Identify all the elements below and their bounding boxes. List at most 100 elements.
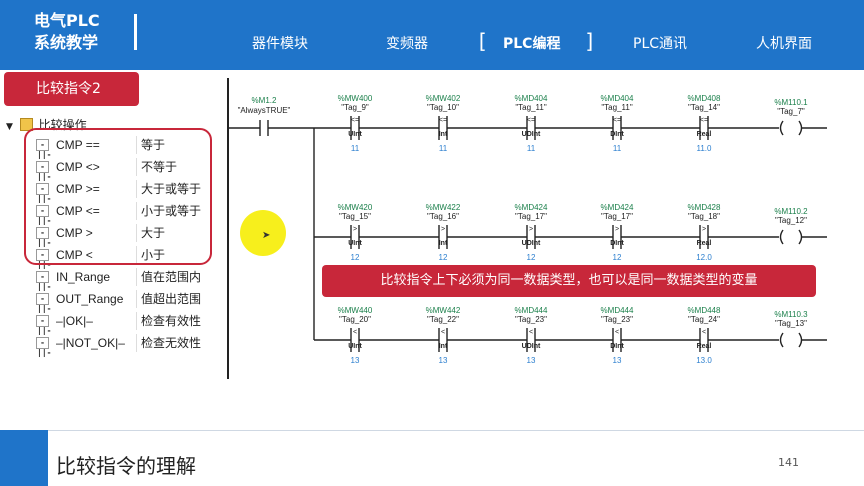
instruction-name: CMP >=	[56, 182, 100, 196]
compare-operator: >	[701, 226, 707, 233]
coil-address: %M110.3	[774, 310, 808, 319]
column-divider	[136, 224, 137, 242]
instruction-icon: -||-	[36, 315, 52, 335]
compare-operator: >	[352, 226, 358, 233]
operand-address: %MD404	[600, 94, 634, 103]
operand-address: %MD424	[514, 203, 548, 212]
compare-operator: <=	[612, 117, 622, 124]
compare-value: 12	[526, 253, 536, 262]
brand-divider	[134, 14, 137, 50]
data-type: DInt	[610, 131, 624, 138]
operand-tag: "Tag_22"	[427, 315, 459, 324]
column-divider	[136, 180, 137, 198]
column-divider	[136, 268, 137, 286]
operand-address: %MW400	[337, 94, 373, 103]
instruction-name: –|OK|–	[56, 314, 93, 328]
coil-left-arc	[779, 120, 784, 136]
tree-item[interactable]: -||-–|OK|–检查有效性	[30, 310, 212, 335]
tree-item[interactable]: -||-CMP <>不等于	[30, 156, 212, 181]
tree-item[interactable]: -||-CMP >=大于或等于	[30, 178, 212, 203]
compare-operator: <=	[699, 117, 709, 124]
instruction-desc: 大于或等于	[141, 182, 202, 196]
operand-address: %MW420	[337, 203, 373, 212]
compare-value: 11	[350, 144, 360, 153]
compare-value: 13.0	[696, 356, 712, 365]
nav-item-hmi[interactable]: 人机界面	[756, 36, 812, 52]
compare-value: 12.0	[696, 253, 712, 262]
tree-item[interactable]: -||-–|NOT_OK|–检查无效性	[30, 332, 212, 357]
collapse-arrow-icon[interactable]: ▼	[6, 122, 13, 132]
mouse-pointer-icon: ➤	[262, 230, 271, 241]
operand-address: %MD444	[514, 306, 548, 315]
column-divider	[136, 202, 137, 220]
operand-address: %MW440	[337, 306, 373, 315]
section-title: 比较指令2	[4, 72, 139, 106]
data-type: UDInt	[521, 343, 541, 350]
compare-value: 13	[612, 356, 622, 365]
instruction-name: CMP <	[56, 248, 93, 262]
nav-item-plc-programming[interactable]: PLC编程	[503, 36, 561, 52]
operand-tag: "Tag_9"	[341, 103, 369, 112]
instruction-name: –|NOT_OK|–	[56, 336, 125, 350]
compare-operator: <	[528, 329, 534, 336]
tree-folder-label: 比较操作	[38, 118, 87, 132]
tree-item[interactable]: -||-CMP <小于	[30, 244, 212, 269]
operand-tag: "Tag_17"	[515, 212, 547, 221]
column-divider	[136, 312, 137, 330]
compare-value: 13	[526, 356, 536, 365]
compare-value: 12	[612, 253, 622, 262]
annotation-note: 比较指令上下必须为同一数据类型，也可以是同一数据类型的变量	[322, 265, 816, 297]
nav-item-inverter[interactable]: 变频器	[386, 36, 428, 52]
tree-item[interactable]: -||-CMP ==等于	[30, 134, 212, 159]
instruction-desc: 大于	[141, 226, 166, 240]
coil-tag: "Tag_13"	[775, 319, 807, 328]
operand-address: %MD448	[687, 306, 721, 315]
nav-item-components[interactable]: 器件模块	[252, 36, 308, 52]
tree-item[interactable]: -||- CMP > 大于	[30, 222, 212, 247]
instruction-icon: -||-	[36, 249, 52, 269]
data-type: DInt	[610, 240, 624, 247]
operand-tag: "Tag_10"	[427, 103, 459, 112]
compare-operator: <=	[350, 117, 360, 124]
coil-left-arc	[779, 332, 784, 348]
tree-item[interactable]: -||-CMP <=小于或等于	[30, 200, 212, 225]
operand-address: %MW442	[425, 306, 461, 315]
instruction-icon: -||-	[36, 227, 52, 247]
instruction-name: CMP <>	[56, 160, 100, 174]
instruction-desc: 值超出范围	[141, 292, 202, 306]
nav-active-bracket-right: ]	[584, 29, 597, 53]
coil-tag: "Tag_7"	[777, 107, 805, 116]
tree-folder-compare[interactable]: ▼ 比较操作	[6, 116, 211, 134]
slide-title: 比较指令的理解	[56, 454, 196, 478]
nav-item-plc-communication[interactable]: PLC通讯	[633, 36, 688, 52]
data-type: UInt	[348, 131, 362, 138]
operand-address: %MD428	[687, 203, 721, 212]
compare-operator: <=	[526, 117, 536, 124]
data-type: Real	[696, 240, 712, 247]
operand-tag: "Tag_16"	[427, 212, 459, 221]
column-divider	[136, 246, 137, 264]
coil-address: %M110.1	[774, 98, 808, 107]
nav-active-bracket-left: [	[476, 29, 489, 53]
coil-left-arc	[779, 229, 784, 245]
ladder-wires	[227, 78, 827, 379]
coil-tag: "Tag_12"	[775, 216, 807, 225]
compare-operator: <	[614, 329, 620, 336]
instruction-name: CMP ==	[56, 138, 100, 152]
compare-value: 11	[612, 144, 622, 153]
compare-value: 13	[438, 356, 448, 365]
instruction-name: CMP >	[56, 226, 93, 240]
footer-accent	[0, 430, 48, 486]
data-type: UDInt	[521, 131, 541, 138]
brand-logo: 电气PLC 系统教学	[34, 10, 100, 54]
contact-tag: "AlwaysTRUE"	[237, 106, 291, 115]
compare-operator: <	[701, 329, 707, 336]
instruction-desc: 值在范围内	[141, 270, 202, 284]
cursor-highlight	[240, 210, 286, 256]
compare-value: 12	[350, 253, 360, 262]
instruction-icon: -||-	[36, 293, 52, 313]
coil-address: %M110.2	[774, 207, 808, 216]
operand-address: %MD424	[600, 203, 634, 212]
